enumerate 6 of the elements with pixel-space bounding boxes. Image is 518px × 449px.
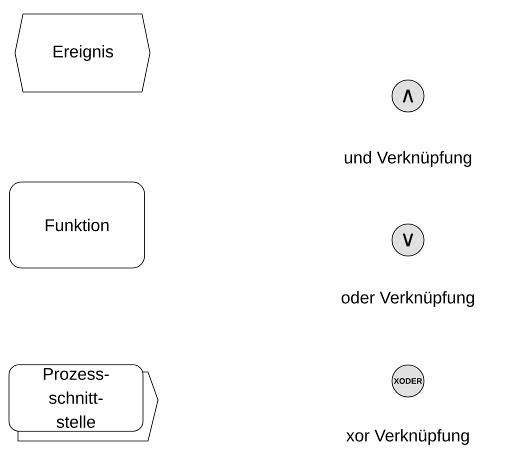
node-caption: oder Verknüpfung bbox=[342, 291, 474, 307]
node-caption: und Verknüpfung bbox=[344, 151, 472, 167]
event-hexagon: Ereignis bbox=[14, 14, 150, 92]
node-caption: xor Verknüpfung bbox=[346, 429, 469, 445]
process-interface-box: Prozess- schnitt- stelle bbox=[8, 364, 158, 442]
function-box: Funktion bbox=[9, 182, 145, 268]
